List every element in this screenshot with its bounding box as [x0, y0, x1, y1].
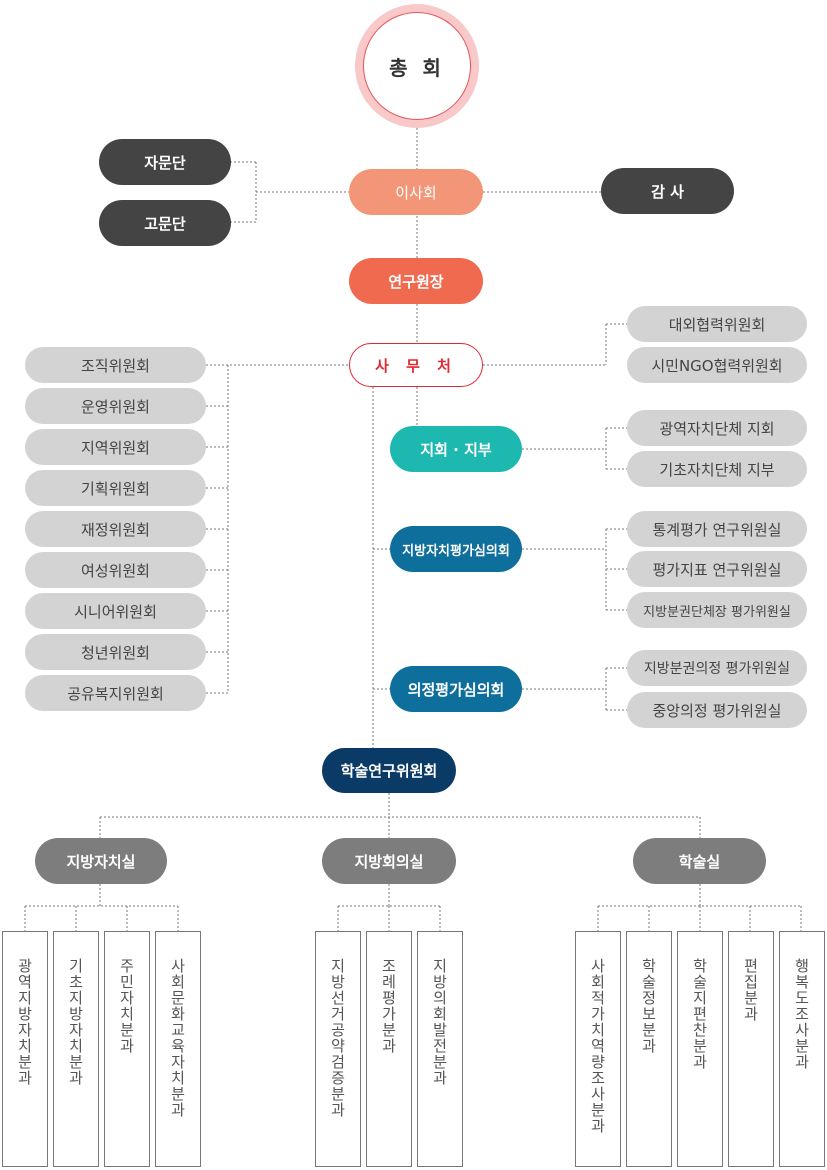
committee-node[interactable]: 청년위원회 — [25, 634, 206, 670]
committee-node[interactable]: 운영위원회 — [25, 388, 206, 424]
subdivision-box[interactable]: 지방의회발전분과 — [417, 931, 463, 1167]
local-eval-item-node[interactable]: 평가지표 연구위원실 — [627, 551, 807, 587]
committee-node[interactable]: 기획위원회 — [25, 470, 206, 506]
council-eval-item-node[interactable]: 중앙의정 평가위원실 — [627, 692, 807, 728]
local-eval-item-node[interactable]: 통계평가 연구위원실 — [627, 511, 807, 547]
subdivision-label: 주민자치분과 — [117, 958, 136, 1054]
committee-node[interactable]: 여성위원회 — [25, 552, 206, 588]
director-node[interactable]: 연구원장 — [349, 258, 483, 304]
office-node[interactable]: 학술실 — [633, 838, 766, 884]
committee-node[interactable]: 공유복지위원회 — [25, 675, 206, 711]
secretariat-node[interactable]: 사 무 처 — [349, 343, 483, 387]
advisory-group-node[interactable]: 자문단 — [99, 139, 231, 185]
subdivision-label: 학술정보분과 — [639, 958, 658, 1054]
local-eval-node[interactable]: 지방자치평가심의회 — [390, 526, 522, 572]
subdivision-box[interactable]: 기초지방자치분과 — [53, 931, 99, 1167]
subdivision-label: 사회문화교육자치분과 — [168, 958, 187, 1118]
committee-node[interactable]: 재정위원회 — [25, 511, 206, 547]
subdivision-box[interactable]: 학술지편찬분과 — [677, 931, 723, 1167]
subdivision-label: 편집분과 — [741, 958, 760, 1022]
subdivision-label: 조례평가분과 — [379, 958, 398, 1054]
branch-item-node[interactable]: 광역자치단체 지회 — [627, 410, 807, 446]
committee-node[interactable]: 시니어위원회 — [25, 593, 206, 629]
committee-node[interactable]: 조직위원회 — [25, 347, 206, 383]
subdivision-label: 학술지편찬분과 — [690, 958, 709, 1070]
external-committee-node[interactable]: 시민NGO협력위원회 — [627, 347, 807, 383]
branches-node[interactable]: 지회 · 지부 — [390, 426, 522, 472]
academic-committee-node[interactable]: 학술연구위원회 — [322, 748, 456, 793]
council-eval-item-node[interactable]: 지방분권의정 평가위원실 — [627, 650, 807, 686]
subdivision-box[interactable]: 사회적가치역량조사분과 — [575, 931, 621, 1167]
subdivision-label: 기초지방자치분과 — [66, 958, 85, 1086]
committee-node[interactable]: 지역위원회 — [25, 429, 206, 465]
subdivision-box[interactable]: 조례평가분과 — [366, 931, 412, 1167]
auditor-node[interactable]: 감 사 — [601, 168, 734, 214]
subdivision-box[interactable]: 학술정보분과 — [626, 931, 672, 1167]
subdivision-label: 지방선거공약검증분과 — [328, 958, 347, 1118]
subdivision-label: 지방의회발전분과 — [430, 958, 449, 1086]
local-eval-item-node[interactable]: 지방분권단체장 평가위원실 — [627, 592, 807, 628]
office-node[interactable]: 지방회의실 — [322, 838, 456, 884]
branch-item-node[interactable]: 기초자치단체 지부 — [627, 451, 807, 487]
council-eval-node[interactable]: 의정평가심의회 — [390, 666, 522, 712]
office-node[interactable]: 지방자치실 — [35, 838, 167, 884]
subdivision-box[interactable]: 지방선거공약검증분과 — [315, 931, 361, 1167]
senior-advisor-node[interactable]: 고문단 — [99, 200, 231, 246]
subdivision-box[interactable]: 광역지방자치분과 — [2, 931, 48, 1167]
board-node[interactable]: 이사회 — [349, 169, 483, 215]
external-committee-node[interactable]: 대외협력위원회 — [627, 306, 807, 342]
general-assembly-node[interactable]: 총 회 — [363, 12, 471, 120]
subdivision-box[interactable]: 편집분과 — [728, 931, 774, 1167]
subdivision-label: 행복도조사분과 — [792, 958, 811, 1070]
subdivision-box[interactable]: 행복도조사분과 — [779, 931, 825, 1167]
subdivision-label: 사회적가치역량조사분과 — [588, 958, 607, 1134]
subdivision-label: 광역지방자치분과 — [15, 958, 34, 1086]
subdivision-box[interactable]: 사회문화교육자치분과 — [155, 931, 201, 1167]
subdivision-box[interactable]: 주민자치분과 — [104, 931, 150, 1167]
